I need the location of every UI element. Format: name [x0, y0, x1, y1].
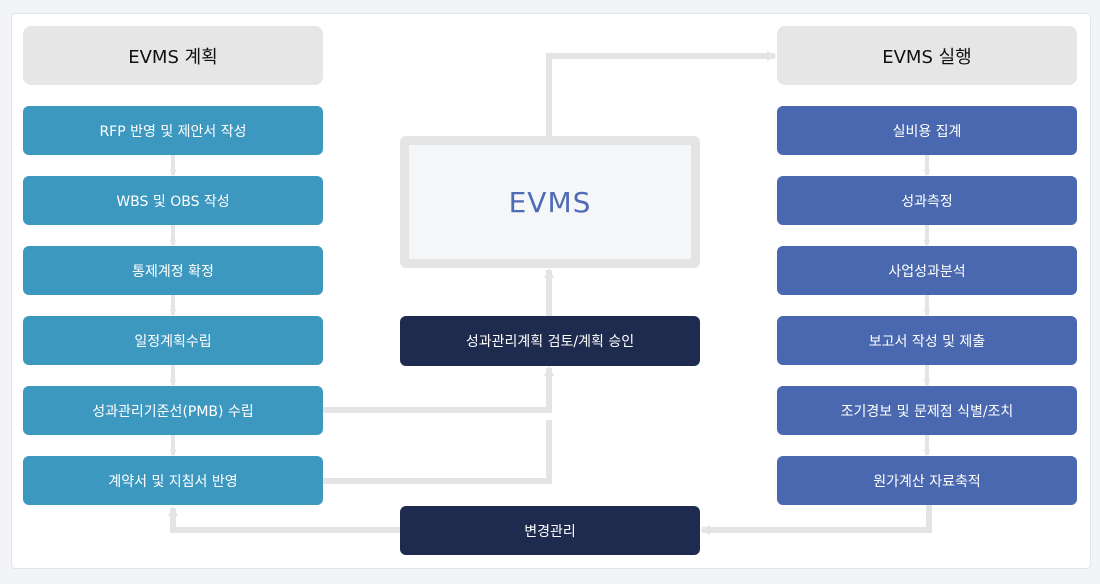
contract-to-approval-arrow: [323, 420, 552, 484]
plan-step-schedule: 일정계획수립: [23, 316, 323, 365]
change-management-box: 변경관리: [400, 506, 700, 555]
plan-header: EVMS 계획: [23, 26, 323, 85]
exec-step-performance-measure: 성과측정: [777, 176, 1077, 225]
plan-step-pmb: 성과관리기준선(PMB) 수립: [23, 386, 323, 435]
change-to-plan-arrow: [168, 506, 400, 533]
evms-center-box: EVMS: [400, 136, 700, 268]
evms-to-exec-arrow: [546, 51, 777, 136]
exec-step-report: 보고서 작성 및 제출: [777, 316, 1077, 365]
exec-header: EVMS 실행: [777, 26, 1077, 85]
plan-step-contract: 계약서 및 지침서 반영: [23, 456, 323, 505]
plan-step-rfp: RFP 반영 및 제안서 작성: [23, 106, 323, 155]
exec-to-change-arrow: [700, 505, 932, 535]
approval-box: 성과관리계획 검토/계획 승인: [400, 316, 700, 366]
exec-step-cost-collection: 실비용 집계: [777, 106, 1077, 155]
exec-step-analysis: 사업성과분석: [777, 246, 1077, 295]
evms-title: EVMS: [508, 185, 592, 219]
plan-step-control-account: 통제계정 확정: [23, 246, 323, 295]
exec-step-cost-data: 원가계산 자료축적: [777, 456, 1077, 505]
pmb-to-approval-arrow: [323, 366, 554, 413]
exec-step-early-warning: 조기경보 및 문제점 식별/조치: [777, 386, 1077, 435]
plan-step-wbs-obs: WBS 및 OBS 작성: [23, 176, 323, 225]
